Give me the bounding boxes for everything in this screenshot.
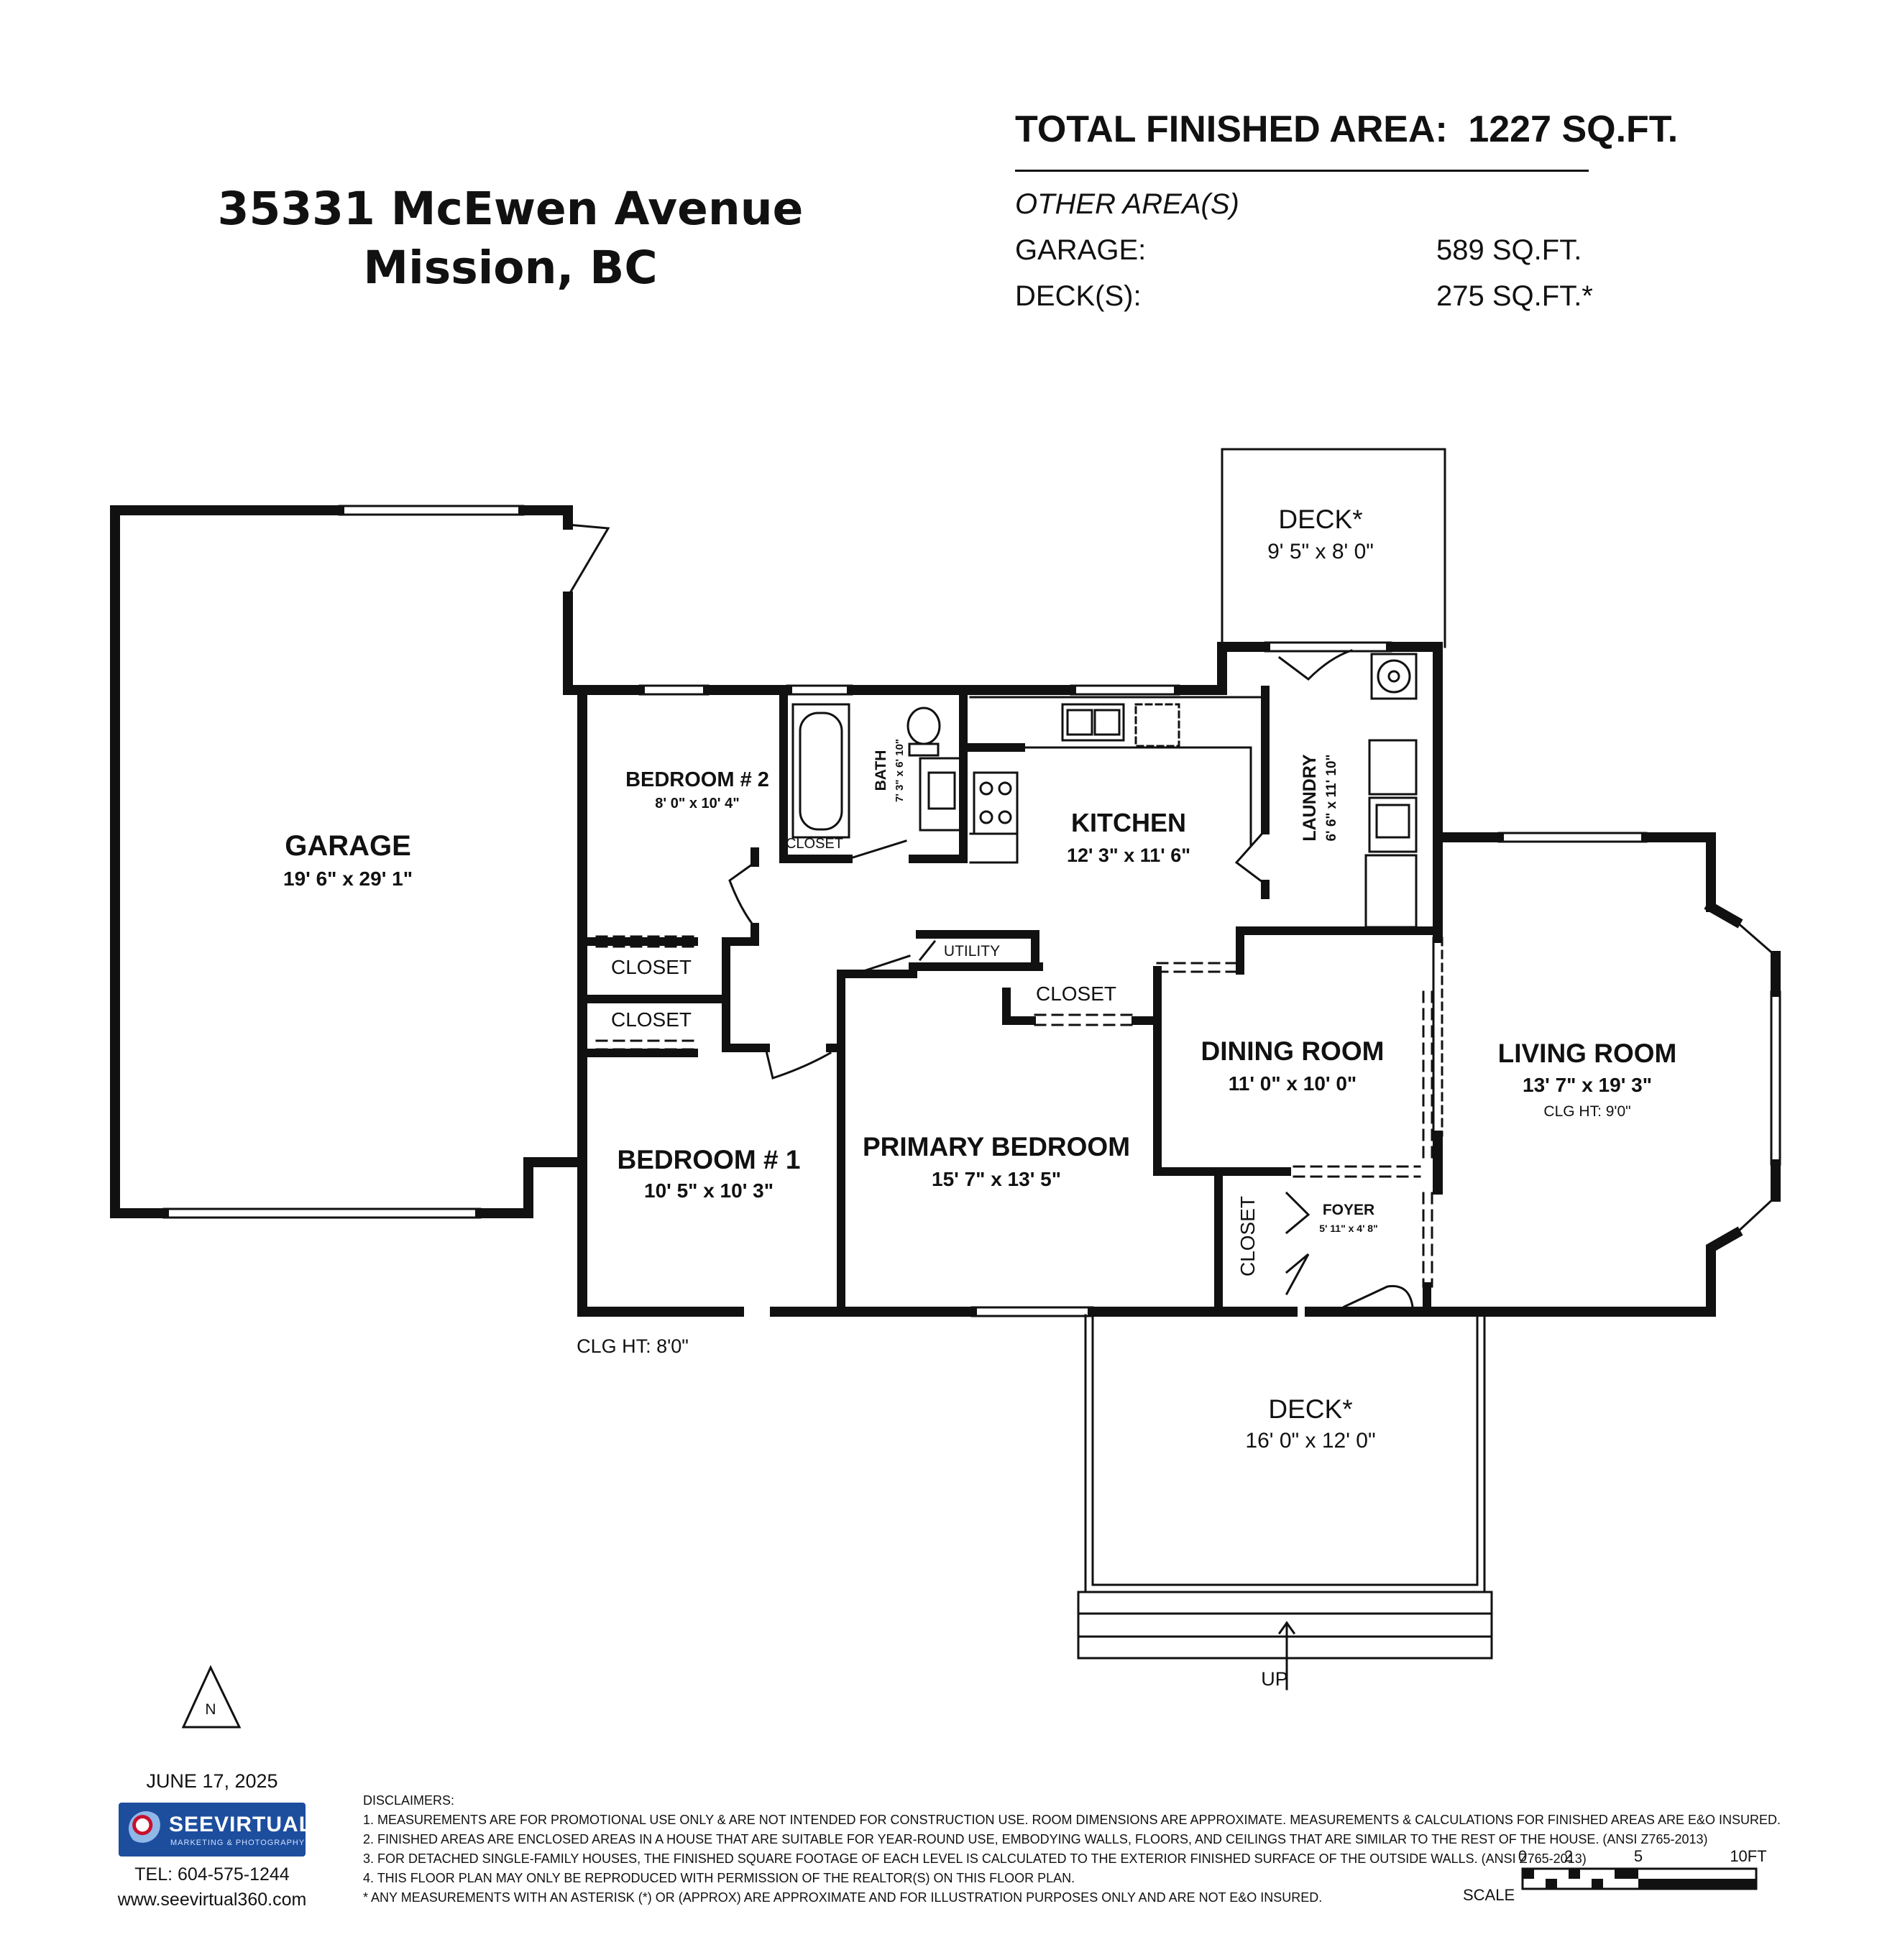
scale-tick-10: 10FT — [1730, 1847, 1766, 1865]
stairs-arrow — [1277, 1621, 1296, 1690]
stairs-up-label: UP — [1261, 1668, 1288, 1690]
disclaimer-item: 3. FOR DETACHED SINGLE-FAMILY HOUSES, TH… — [363, 1851, 1587, 1866]
house-exterior-walls — [577, 642, 1781, 1317]
logo-company-name: SEEVIRTUAL — [169, 1813, 313, 1836]
bath-dims: 7' 3" x 6' 10" — [894, 739, 906, 802]
company-phone: TEL: 604-575-1244 — [134, 1864, 290, 1885]
dishwasher-icon — [1134, 703, 1180, 747]
deck-bottom-dims: 16' 0" x 12' 0" — [1245, 1429, 1375, 1453]
plan-date: JUNE 17, 2025 — [146, 1770, 278, 1792]
total-finished-area: TOTAL FINISHED AREA: 1227 SQ.FT. — [1015, 108, 1678, 151]
water-heater-icon — [1370, 653, 1418, 700]
garage-door-lines — [162, 505, 610, 1219]
deck-top-name: DECK* — [1278, 505, 1362, 534]
deck-area-value: 275 SQ.FT.* — [1436, 280, 1593, 312]
kitchen-sink-icon — [1061, 703, 1125, 742]
living-room-ceiling: CLG HT: 9'0" — [1543, 1103, 1630, 1120]
utility-label: UTILITY — [944, 943, 1000, 960]
company-logo: SEEVIRTUAL MARKETING & PHOTOGRAPHY — [119, 1803, 312, 1857]
primary-bedroom-dims: 15' 7" x 13' 5" — [932, 1168, 1061, 1190]
disclaimer-item: 1. MEASUREMENTS ARE FOR PROMOTIONAL USE … — [363, 1813, 1781, 1827]
bath-name: BATH — [873, 750, 889, 791]
address-line1: 35331 McEwen Avenue — [217, 183, 804, 235]
scale-tick-0: 0 — [1518, 1847, 1527, 1865]
bedroom1-name: BEDROOM # 1 — [618, 1145, 801, 1174]
scale-tick-5: 5 — [1634, 1847, 1643, 1865]
living-room-dims: 13' 7" x 19' 3" — [1523, 1074, 1652, 1096]
bathtub-icon — [791, 703, 850, 839]
laundry-name: LAUNDRY — [1300, 754, 1320, 842]
deck-area-label: DECK(S): — [1015, 280, 1142, 312]
scale-label: SCALE — [1463, 1886, 1515, 1904]
foyer-closet-label: CLOSET — [1236, 1196, 1259, 1276]
toilet-icon — [906, 707, 941, 757]
scale-bar-blocks — [1523, 1869, 1756, 1889]
north-arrow-icon — [181, 1665, 242, 1729]
closet-dashed-lines — [595, 935, 1433, 1288]
garage-area-label: GARAGE: — [1015, 234, 1147, 266]
closet-a-label: CLOSET — [611, 956, 692, 978]
area-divider — [1015, 170, 1589, 172]
garage-walls — [110, 505, 587, 1218]
address-line2: Mission, BC — [363, 241, 658, 294]
disclaimers: DISCLAIMERS: 1. MEASUREMENTS ARE FOR PRO… — [363, 1791, 1781, 1908]
closet-b-label: CLOSET — [611, 1008, 692, 1031]
disclaimer-item: * ANY MEASUREMENTS WITH AN ASTERISK (*) … — [363, 1890, 1323, 1905]
bedroom2-dims: 8' 0" x 10' 4" — [655, 796, 739, 811]
deck-top-dims: 9' 5" x 8' 0" — [1267, 540, 1374, 563]
disclaimer-heading: DISCLAIMERS: — [363, 1793, 455, 1808]
closet-primary-label: CLOSET — [1036, 983, 1116, 1005]
company-website[interactable]: www.seevirtual360.com — [117, 1890, 307, 1910]
door-swings — [728, 649, 1414, 1308]
bedroom2-name: BEDROOM # 2 — [625, 768, 769, 791]
scale-tick-2: 2 — [1564, 1847, 1573, 1865]
bath-closet-label: CLOSET — [786, 836, 843, 852]
living-room-name: LIVING ROOM — [1498, 1039, 1677, 1068]
property-address: 35331 McEwen Avenue Mission, BC — [180, 180, 841, 298]
interior-walls — [578, 686, 1438, 1316]
foyer-name: FOYER — [1323, 1202, 1374, 1218]
total-area-label: TOTAL FINISHED AREA: — [1015, 109, 1448, 150]
deck-top-outline — [1221, 448, 1446, 648]
logo-tagline: MARKETING & PHOTOGRAPHY — [170, 1839, 306, 1847]
window-lines — [638, 641, 1781, 1317]
dining-room-dims: 11' 0" x 10' 0" — [1229, 1072, 1357, 1095]
other-areas-heading: OTHER AREA(S) — [1015, 188, 1239, 220]
north-label: N — [205, 1701, 216, 1718]
garage-dims: 19' 6" x 29' 1" — [283, 868, 413, 890]
deck-bottom-outline — [1077, 1314, 1493, 1660]
logo-swirl-icon — [129, 1811, 163, 1846]
garage-area-value: 589 SQ.FT. — [1436, 234, 1582, 266]
disclaimer-item: 4. THIS FLOOR PLAN MAY ONLY BE REPRODUCE… — [363, 1871, 1075, 1885]
total-area-value: 1227 SQ.FT. — [1468, 109, 1679, 150]
disclaimer-item: 2. FINISHED AREAS ARE ENCLOSED AREAS IN … — [363, 1832, 1708, 1846]
ceiling-height-note: CLG HT: 8'0" — [577, 1335, 689, 1357]
kitchen-name: KITCHEN — [1071, 808, 1186, 837]
bedroom1-dims: 10' 5" x 10' 3" — [644, 1179, 774, 1202]
washer-dryer-icon — [1364, 739, 1418, 929]
primary-bedroom-name: PRIMARY BEDROOM — [863, 1132, 1130, 1161]
garage-name: GARAGE — [285, 830, 411, 862]
deck-bottom-name: DECK* — [1268, 1394, 1352, 1424]
stove-icon — [973, 771, 1019, 835]
vanity-sink-icon — [919, 757, 965, 832]
kitchen-dims: 12' 3" x 11' 6" — [1067, 845, 1190, 866]
foyer-dims: 5' 11" x 4' 8" — [1319, 1223, 1377, 1234]
laundry-dims: 6' 6" x 11' 10" — [1324, 754, 1339, 841]
dining-room-name: DINING ROOM — [1201, 1036, 1385, 1066]
kitchen-counter — [969, 696, 1263, 864]
